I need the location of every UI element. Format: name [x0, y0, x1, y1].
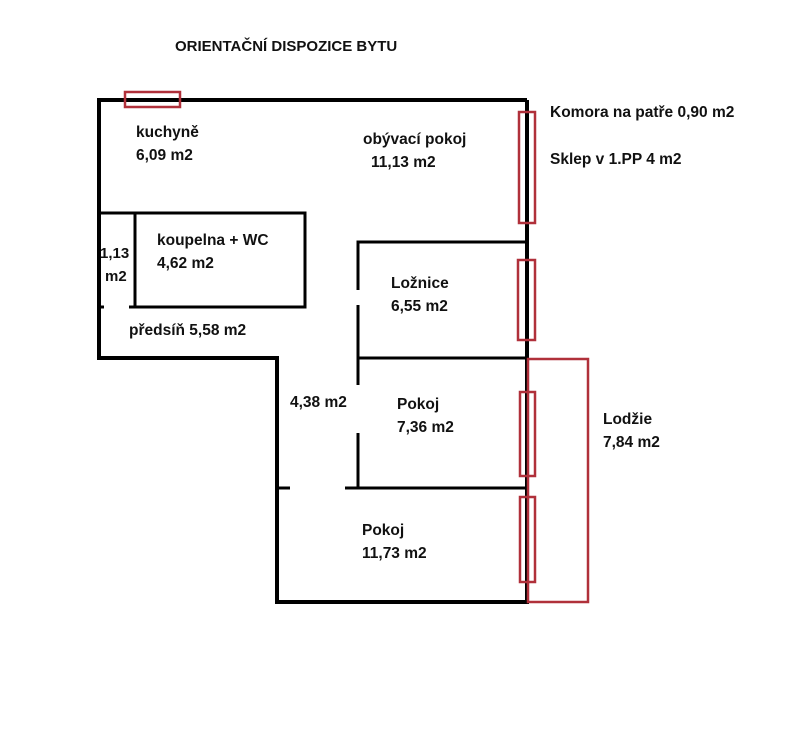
- window-bedroom: [516, 258, 537, 342]
- room-label-bathroom: koupelna + WC 4,62 m2: [157, 229, 269, 275]
- room-area: 11,13 m2: [371, 154, 436, 171]
- outer-wall: [97, 98, 529, 604]
- room-label-kitchen: kuchyně 6,09 m2: [136, 121, 199, 167]
- room-name: Pokoj: [362, 522, 405, 539]
- note-cellar: Sklep v 1.PP 4 m2: [550, 151, 682, 168]
- room-name: obývací pokoj: [363, 131, 467, 148]
- page-title: ORIENTAČNÍ DISPOZICE BYTU: [175, 38, 398, 55]
- room-label-corridor: 4,38 m2: [290, 394, 347, 411]
- room-label-hall: předsíň 5,58 m2: [129, 322, 247, 339]
- room-label-room2: Pokoj 11,73 m2: [362, 519, 427, 565]
- room-area: 6,09 m2: [136, 147, 193, 164]
- room-name: koupelna + WC: [157, 232, 269, 249]
- room-label-storage: 1,13 m2: [100, 242, 129, 288]
- room-area: 11,73 m2: [362, 545, 427, 562]
- walls: [97, 98, 529, 604]
- note-storage: Komora na patře 0,90 m2: [550, 104, 735, 121]
- room-area: 4,62 m2: [157, 255, 214, 272]
- room-label-bedroom: Ložnice 6,55 m2: [391, 272, 449, 318]
- room-unit: m2: [105, 268, 127, 285]
- window-kitchen: [123, 90, 182, 109]
- room-area: 7,36 m2: [397, 419, 454, 436]
- room-name: Ložnice: [391, 275, 449, 292]
- windows: [123, 90, 590, 604]
- bathroom-wall: [99, 211, 307, 309]
- room-area: 6,55 m2: [391, 298, 448, 315]
- bedroom-wall: [356, 240, 527, 290]
- room-name: Pokoj: [397, 396, 440, 413]
- room-label-living: obývací pokoj 11,13 m2: [363, 128, 466, 174]
- room-label-loggia: Lodžie 7,84 m2: [603, 408, 660, 454]
- room-area: 7,84 m2: [603, 434, 660, 451]
- room-name: kuchyně: [136, 124, 199, 141]
- room-name: Lodžie: [603, 411, 653, 428]
- loggia-outline: [526, 357, 590, 604]
- room-area: 1,13: [100, 245, 130, 262]
- window-living: [517, 110, 537, 225]
- room-label-room1: Pokoj 7,36 m2: [397, 393, 454, 439]
